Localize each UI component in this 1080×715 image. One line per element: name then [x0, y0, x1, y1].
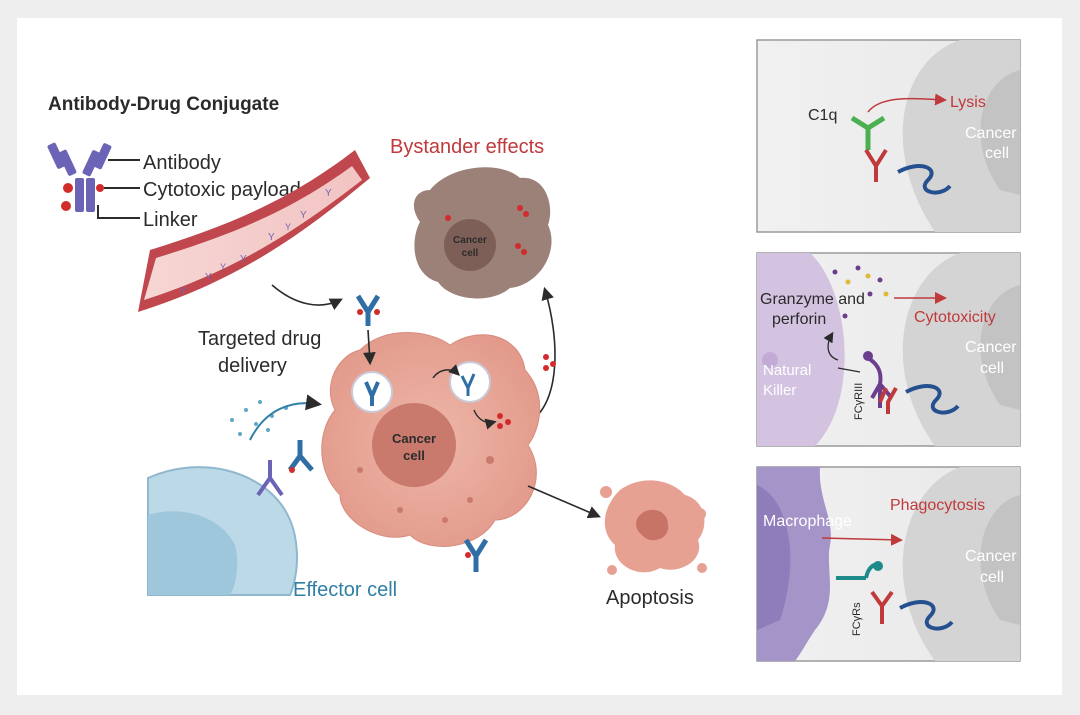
svg-text:Y: Y [180, 286, 187, 297]
central-cell-label: cell [403, 448, 425, 463]
legend-antibody-icon [47, 142, 112, 212]
svg-text:Y: Y [240, 254, 247, 265]
central-cancer-label: Cancer [392, 431, 436, 446]
fcgr3-label: FCγRIII [853, 383, 865, 420]
granzyme-line1: Granzyme and [760, 291, 865, 308]
c1q-label: C1q [808, 107, 837, 124]
svg-text:Y: Y [325, 188, 332, 199]
natural-label: Natural [763, 362, 811, 379]
legend-payload-label: Cytotoxic payload [143, 179, 301, 201]
panel-phagocytosis [756, 466, 1021, 662]
panel-cytotoxicity [756, 252, 1021, 447]
panel2-cancer-label: Cancer [965, 339, 1017, 356]
targeted-delivery-line2: delivery [218, 355, 287, 377]
legend-linker-label: Linker [143, 209, 198, 231]
apoptotic-cell [600, 480, 707, 575]
cytokine-particles [230, 400, 288, 436]
panel1-cell-label: cell [985, 145, 1009, 162]
svg-text:Y: Y [300, 210, 307, 221]
svg-text:Y: Y [285, 222, 291, 232]
free-antibody-icon [355, 294, 381, 326]
effector-cell [147, 440, 314, 596]
svg-text:Y: Y [220, 262, 226, 272]
fcgrs-label: FCγRs [851, 602, 863, 636]
bystander-cell-label: cell [462, 248, 479, 259]
bottom-antibody-icon [463, 538, 489, 572]
granzyme-line2: perforin [772, 311, 826, 328]
lysis-label: Lysis [950, 94, 986, 111]
panel-lysis [756, 39, 1021, 233]
blood-vessel: YY YY YY YY [138, 150, 370, 312]
central-cancer-cell [321, 332, 541, 547]
targeted-delivery-line1: Targeted drug [198, 328, 321, 350]
panel3-cancer-label: Cancer [965, 548, 1017, 565]
panel2-cell-label: cell [980, 360, 1004, 377]
legend-antibody-label: Antibody [143, 152, 221, 174]
bystander-cancer-cell [413, 167, 552, 299]
phagocytosis-label: Phagocytosis [890, 497, 985, 514]
effector-cell-label: Effector cell [293, 579, 397, 601]
panel1-cancer-label: Cancer [965, 125, 1017, 142]
macrophage-label: Macrophage [763, 513, 852, 530]
cytotoxicity-label: Cytotoxicity [914, 309, 996, 326]
svg-text:Y: Y [268, 232, 275, 243]
killer-label: Killer [763, 382, 796, 399]
figure-title: Antibody-Drug Conjugate [48, 94, 279, 115]
svg-text:Y: Y [205, 272, 212, 283]
apoptosis-label: Apoptosis [606, 587, 694, 609]
panel3-cell-label: cell [980, 569, 1004, 586]
bystander-effects-label: Bystander effects [390, 136, 544, 158]
bystander-cancer-label: Cancer [453, 235, 487, 246]
